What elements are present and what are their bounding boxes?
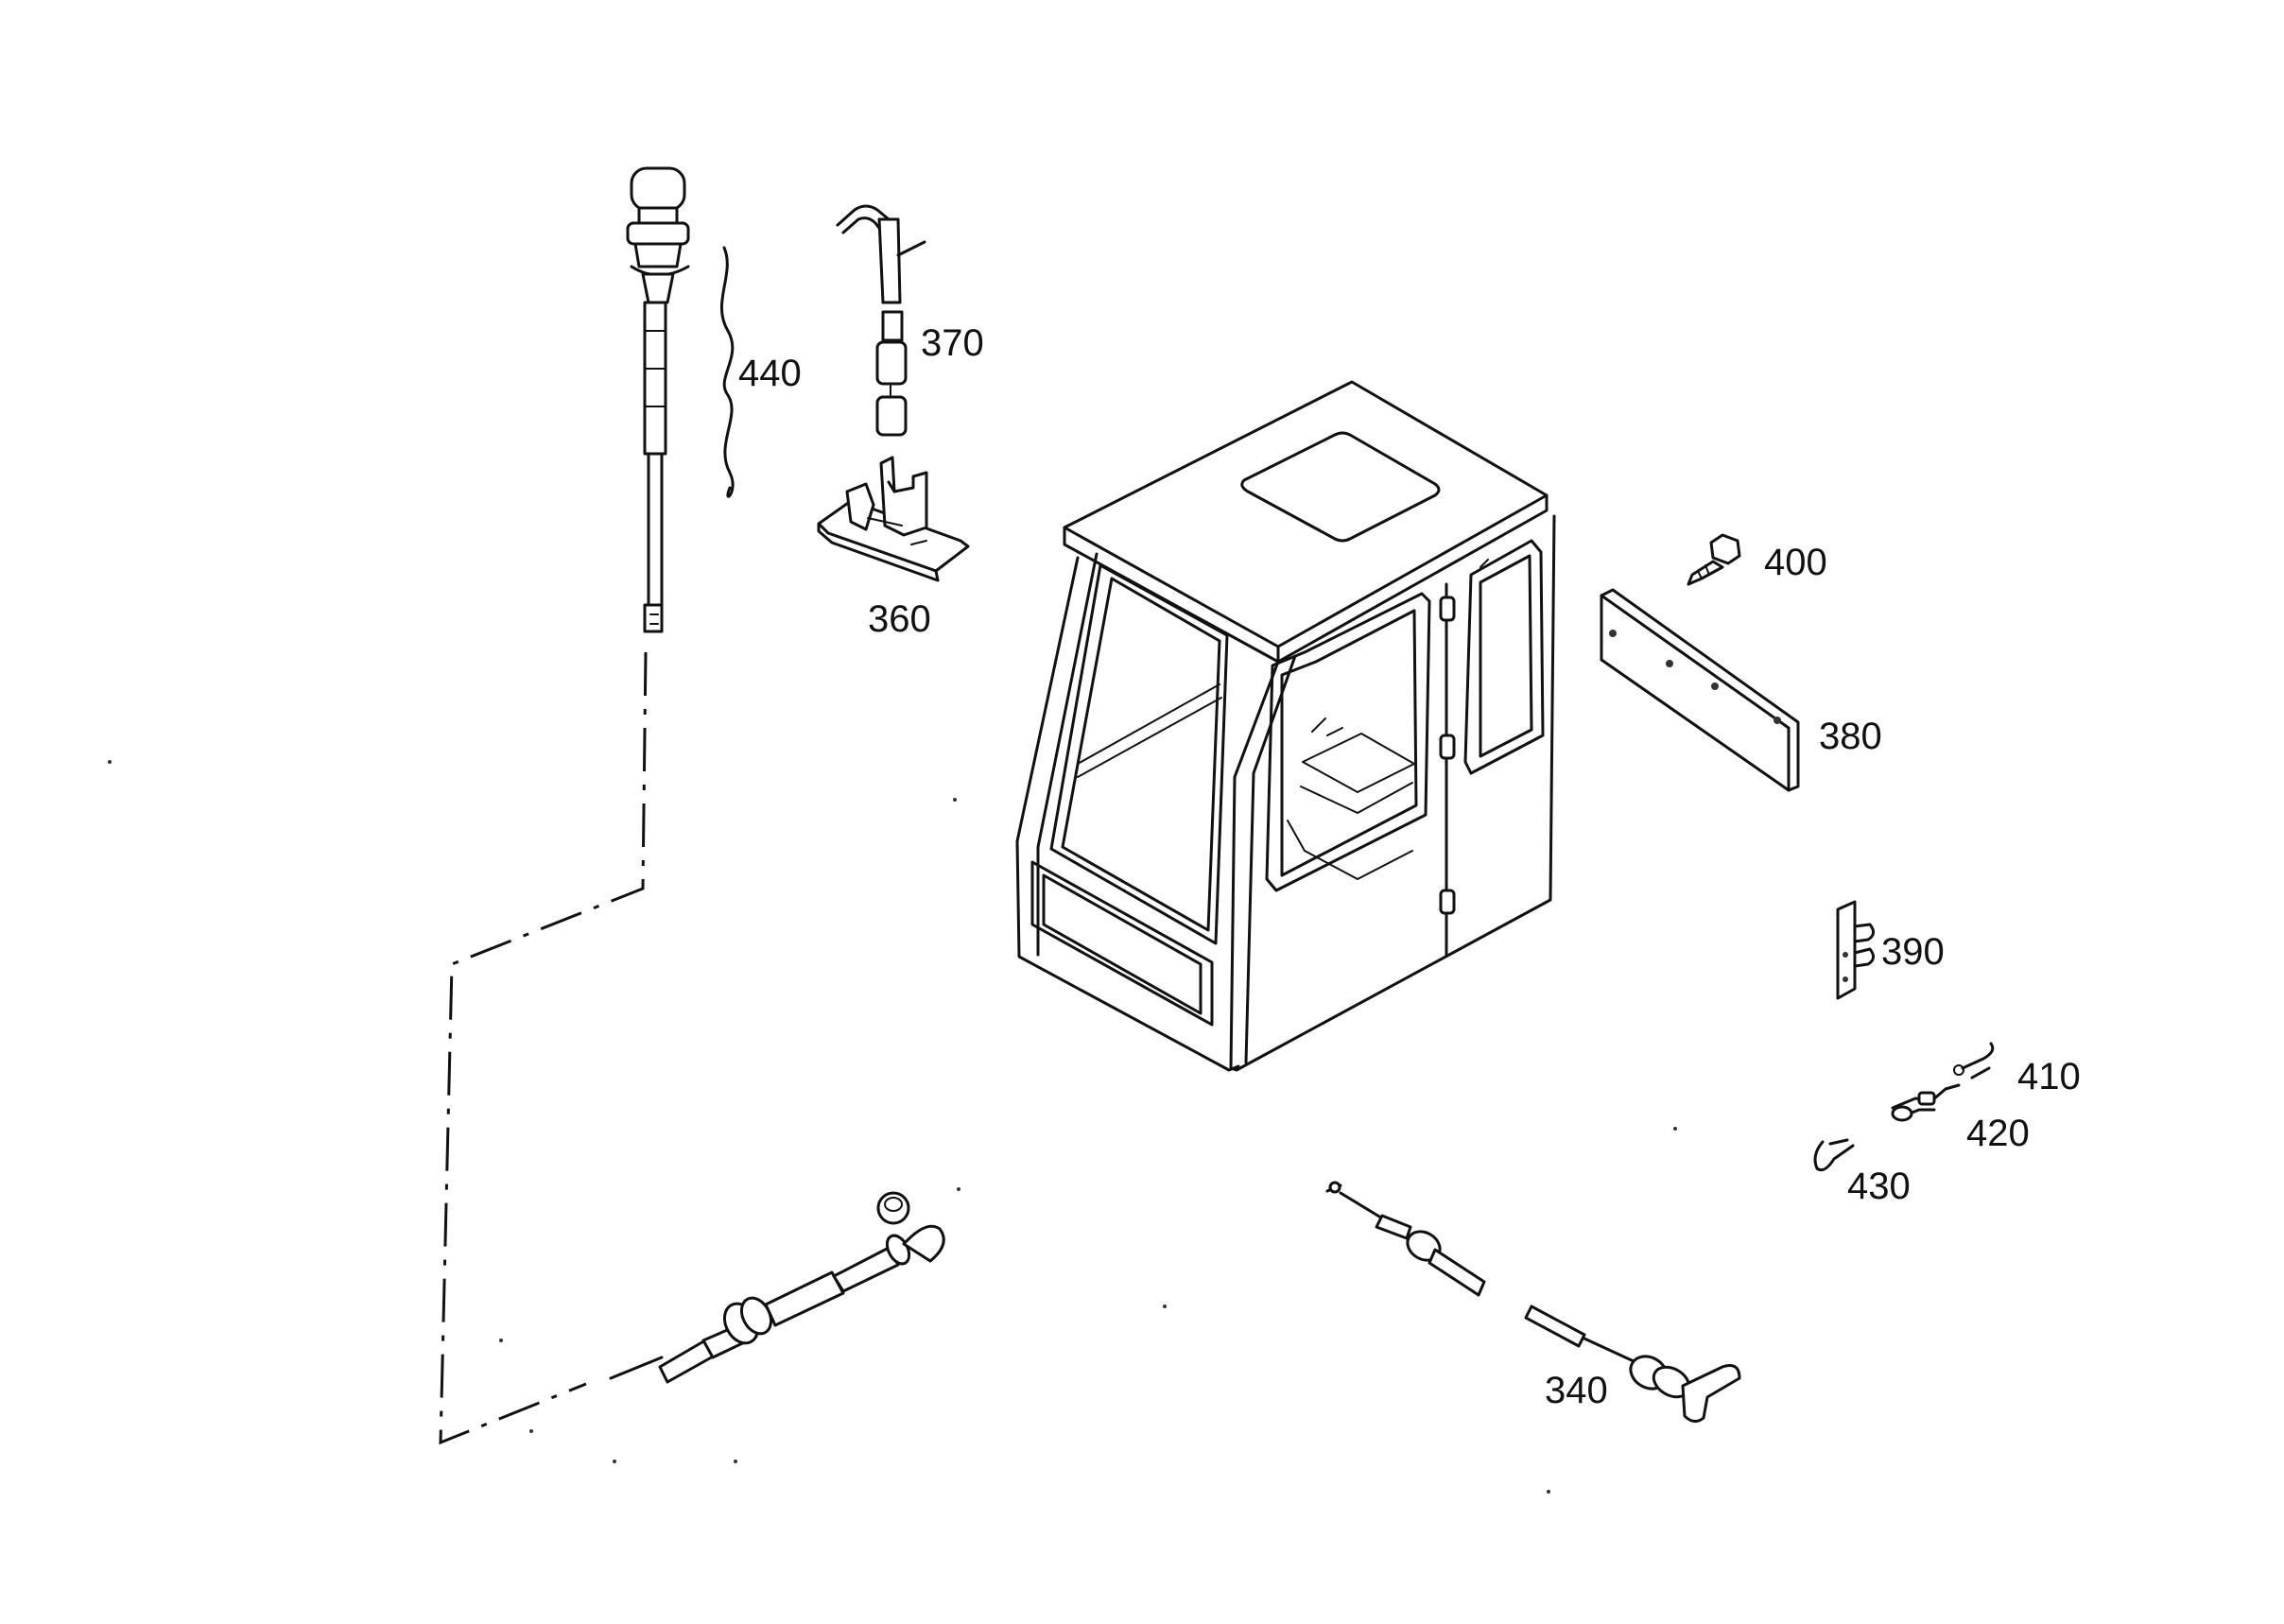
part-400-bolt	[1687, 533, 1741, 586]
label-390: 390	[1881, 931, 1945, 973]
part-430-clip	[1813, 1138, 1855, 1172]
part-420-fitting	[1891, 1083, 1961, 1122]
label-440: 440	[738, 353, 802, 394]
lower-lever-cable	[609, 1191, 945, 1384]
label-380: 380	[1819, 716, 1882, 757]
label-400: 400	[1764, 542, 1827, 583]
label-420: 420	[1966, 1113, 2030, 1154]
leader-line-440	[439, 651, 648, 1445]
part-360-bracket	[817, 456, 970, 582]
label-430: 430	[1847, 1166, 1911, 1207]
label-370: 370	[921, 322, 984, 364]
label-410: 410	[2017, 1056, 2081, 1097]
scan-specks	[108, 760, 1677, 1494]
label-340: 340	[1545, 1370, 1608, 1411]
cab-body	[1015, 380, 1556, 1072]
part-410-clip	[1953, 1042, 1995, 1080]
part-380-plate	[1600, 588, 1800, 792]
part-390-latch	[1836, 900, 1875, 1000]
part-370-pin	[836, 204, 926, 437]
part-340-cable	[1325, 1181, 1741, 1423]
part-440-lever	[626, 166, 735, 633]
label-360: 360	[868, 598, 931, 640]
